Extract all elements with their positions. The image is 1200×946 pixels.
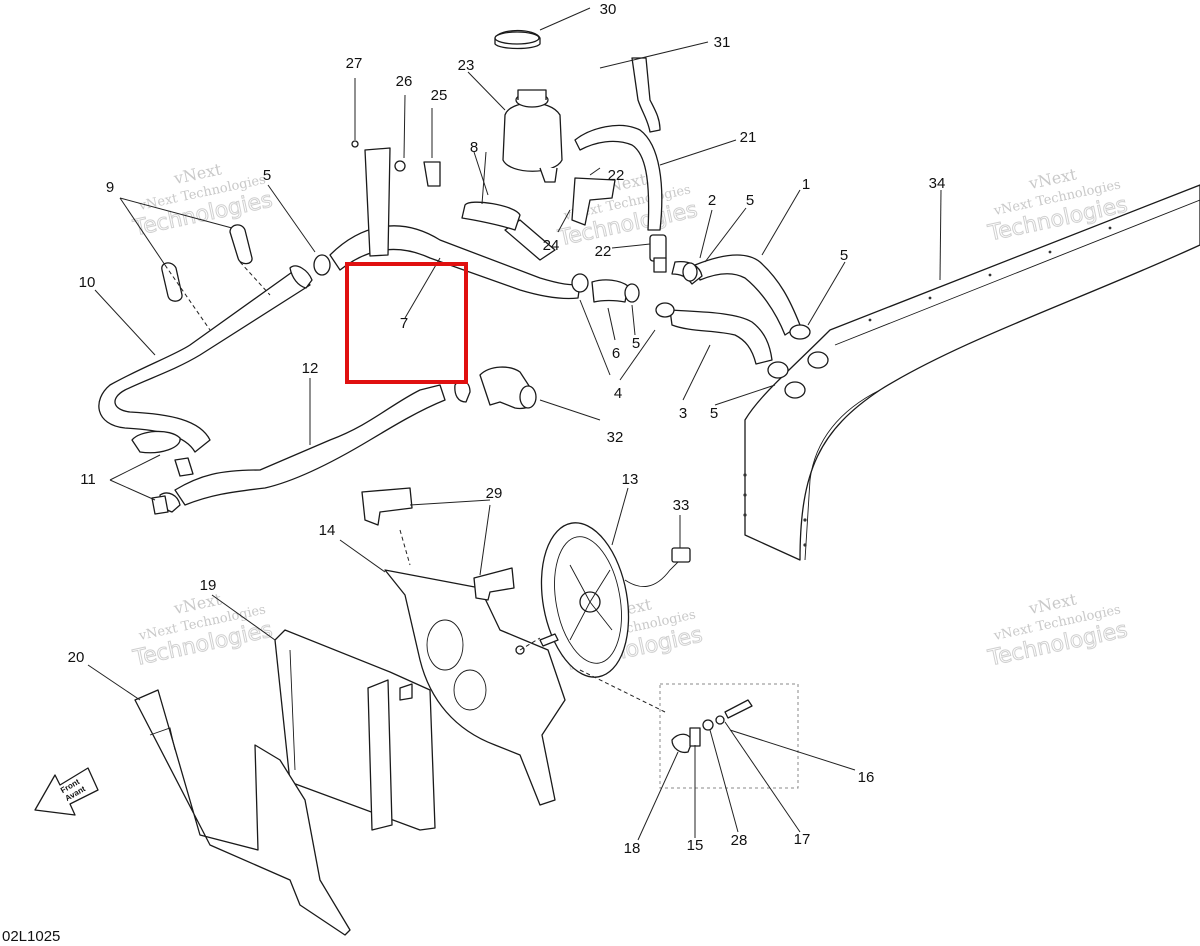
clamp-part-5: [313, 254, 829, 399]
cap-part-30: [494, 29, 541, 50]
callout-27: 27: [346, 55, 363, 72]
callout-14: 14: [319, 522, 336, 539]
callout-9: 9: [106, 179, 114, 196]
callout-33: 33: [673, 497, 690, 514]
callout-16: 16: [858, 769, 875, 786]
callout-13: 13: [622, 471, 639, 488]
connector-part-33: [671, 547, 691, 563]
fan-part-13: [540, 522, 686, 678]
callout-23: 23: [458, 57, 475, 74]
bracket-part-24: [571, 177, 616, 226]
reservoir-part-23: [502, 89, 563, 183]
tube-part-31: [574, 57, 663, 231]
callout-29: 29: [486, 485, 503, 502]
callout-19: 19: [200, 577, 217, 594]
callout-12: 12: [302, 360, 319, 377]
radiator-part-19: [274, 629, 436, 831]
direction-arrow: Front Avant: [34, 767, 99, 816]
hose-parts-1-3-6: [504, 219, 801, 365]
bracket-parts-25-26-27: [351, 140, 441, 257]
callout-15: 15: [687, 837, 704, 854]
callout-5-upper-right: 5: [746, 192, 754, 209]
clamp-parts-9-11: [131, 224, 253, 515]
callout-5-lower: 5: [710, 405, 718, 422]
callout-7: 7: [400, 315, 408, 332]
leader-lines: [87, 7, 942, 841]
callout-20: 20: [68, 649, 85, 666]
callout-28: 28: [731, 832, 748, 849]
callout-6: 6: [612, 345, 620, 362]
bracket-part-29: [361, 487, 515, 601]
hose-part-10: [98, 265, 313, 453]
callout-22-lower: 22: [595, 243, 612, 260]
callout-21: 21: [740, 129, 757, 146]
callout-3: 3: [679, 405, 687, 422]
highlight-box-callout-7: [345, 262, 468, 384]
callout-numbers: 1 2 3 4 5 5 5 5 5 6 7 8 9 10 11 12 13 14…: [68, 1, 946, 857]
callout-5-left: 5: [263, 167, 271, 184]
hardware-parts-15-16-17-18-28: [515, 633, 799, 789]
callout-18: 18: [624, 840, 641, 857]
drawing-code: 02L1025: [2, 928, 61, 945]
callout-4: 4: [614, 385, 622, 402]
callout-11: 11: [80, 471, 96, 488]
callout-30: 30: [600, 1, 617, 18]
panel-part-20: [134, 689, 351, 936]
callout-25: 25: [431, 87, 448, 104]
callout-32: 32: [607, 429, 624, 446]
callout-5-middle: 5: [632, 335, 640, 352]
callout-24: 24: [543, 237, 560, 254]
callout-1: 1: [802, 176, 810, 193]
callout-26: 26: [396, 73, 413, 90]
callout-22-upper: 22: [608, 167, 625, 184]
callout-5-right: 5: [840, 247, 848, 264]
callout-8: 8: [470, 139, 478, 156]
callout-17: 17: [794, 831, 811, 848]
callout-31: 31: [714, 34, 731, 51]
callout-10: 10: [79, 274, 96, 291]
callout-2: 2: [708, 192, 716, 209]
shroud-part-14: [384, 569, 566, 806]
callout-34: 34: [929, 175, 946, 192]
panel-part-34: [743, 184, 1200, 561]
hose-part-8: [461, 201, 521, 231]
